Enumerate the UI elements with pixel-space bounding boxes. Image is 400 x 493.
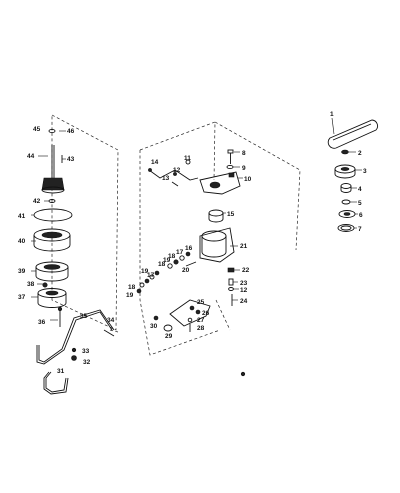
callout-5: 5 [358,200,362,207]
callout-12-upper: 12 [173,167,181,174]
callout-46: 46 [67,128,75,135]
callout-33: 33 [82,348,90,355]
bolt-head-part-8 [227,149,234,154]
callout-26: 26 [202,310,210,317]
callout-45: 45 [33,126,41,133]
callout-29: 29 [165,333,173,340]
callout-16: 16 [185,245,193,252]
spacer-part-4 [340,183,352,189]
callout-2: 2 [358,150,362,157]
nut-part-27 [187,317,193,323]
nut-part-2 [341,149,349,155]
callout-19-a: 19 [163,257,171,264]
callout-21: 21 [240,243,248,250]
callout-18-b: 18 [158,261,166,268]
callout-14: 14 [151,159,159,166]
callout-1: 1 [330,111,334,118]
callout-15: 15 [227,211,235,218]
fitting-part-33 [71,347,77,353]
callout-9: 9 [242,165,246,172]
callout-6: 6 [359,212,363,219]
callout-labels: 1 2 3 4 5 6 7 8 9 10 11 12 12 13 14 15 1… [18,111,367,375]
callout-3: 3 [363,168,367,175]
callout-41: 41 [18,213,26,220]
fitting-part-32 [71,355,77,361]
callout-36: 36 [38,319,46,326]
snap-ring-part-41 [33,208,73,222]
nut-part-38 [42,282,48,288]
callout-18-c: 18 [128,284,136,291]
callout-25: 25 [197,299,205,306]
nut-part-18 [173,259,179,265]
callout-17-b: 17 [147,272,155,279]
callout-40: 40 [18,238,26,245]
fitting-part-30 [153,315,159,321]
callout-11: 11 [184,155,191,162]
callout-4: 4 [358,186,362,193]
callout-20: 20 [182,267,190,274]
switch-part-26 [189,305,195,311]
pin-part-20 [185,261,197,267]
switch-plate-part-25 [169,299,211,327]
gear-housing-part-21 [199,227,235,263]
fitting-part-11 [185,159,191,165]
callout-18-a: 18 [168,253,176,260]
callout-44: 44 [27,153,35,160]
fitting-part-13 [171,181,179,187]
callout-17-a: 17 [176,249,184,256]
callout-32: 32 [83,359,91,366]
bolt-cluster [136,270,160,294]
callout-7: 7 [358,226,362,233]
callout-39: 39 [18,268,26,275]
housing-assembly [136,149,241,332]
washer-part-5 [341,199,351,205]
callout-30: 30 [150,323,158,330]
callout-24: 24 [240,298,248,305]
callout-38: 38 [27,281,35,288]
callout-27: 27 [197,317,205,324]
handle-end-part-34 [103,329,115,337]
fitting-part-16 [185,251,191,257]
handle-parts [36,309,115,395]
bracket-part-22 [227,267,235,273]
assembly-dashed-lines [51,114,301,356]
leader-lines [31,117,362,321]
v-belt-part-1 [327,119,378,149]
callout-31: 31 [57,368,65,375]
callout-13: 13 [162,175,170,182]
cap-part-46 [48,128,56,134]
clip-part-23 [228,278,234,286]
callout-10: 10 [244,176,252,183]
callout-23: 23 [240,280,248,287]
washer-part-9 [226,164,234,170]
handle-part-35 [36,311,113,365]
callout-42: 42 [33,198,41,205]
callout-34: 34 [107,317,115,324]
callout-19-c: 19 [126,292,134,299]
callout-22: 22 [242,267,250,274]
callout-37: 37 [18,294,26,301]
fitting-part-29 [163,324,173,332]
scan-mark [240,371,246,377]
callout-43: 43 [67,156,75,163]
callout-19-b: 19 [141,268,149,275]
callout-12-lower: 12 [240,287,248,294]
callout-35: 35 [80,313,88,320]
callout-28: 28 [197,325,205,332]
bearing-part-15 [208,209,224,217]
washer-part-19 [167,263,173,269]
belt-pulley-stack [327,119,378,232]
fitting-part-12 [173,172,177,176]
u-handle-part-31 [45,371,67,393]
washer-part-17 [179,255,185,261]
wire-part-14 [148,169,199,181]
callout-8: 8 [242,150,246,157]
